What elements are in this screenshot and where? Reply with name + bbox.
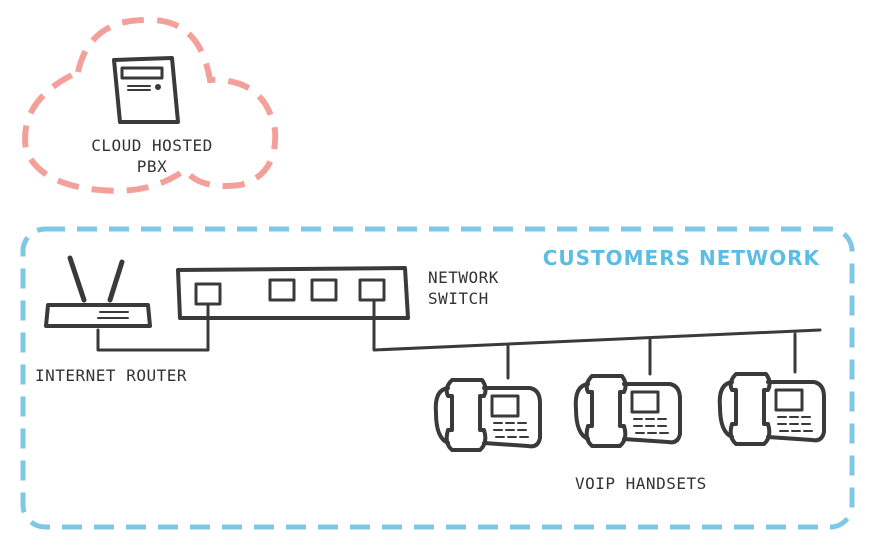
switch-phones-cable (372, 298, 822, 352)
cloud-label-line2: PBX (137, 157, 167, 176)
desk-phone-icon (433, 378, 542, 452)
server-icon (112, 56, 180, 124)
switch-label-line1: NETWORK (428, 268, 499, 287)
router-switch-cable (96, 302, 210, 352)
router-icon (44, 255, 152, 328)
desk-phone-icon (717, 372, 826, 446)
network-title: CUSTOMERS NETWORK (543, 246, 821, 270)
network-boundary (20, 226, 855, 530)
desk-phone-icon (573, 374, 682, 448)
switch-label-line2: SWITCH (428, 289, 489, 308)
cloud-boundary (22, 16, 279, 194)
cloud-label-line1: CLOUD HOSTED (91, 136, 213, 155)
router-label: INTERNET ROUTER (35, 366, 187, 385)
handsets-label: VOIP HANDSETS (575, 474, 707, 493)
